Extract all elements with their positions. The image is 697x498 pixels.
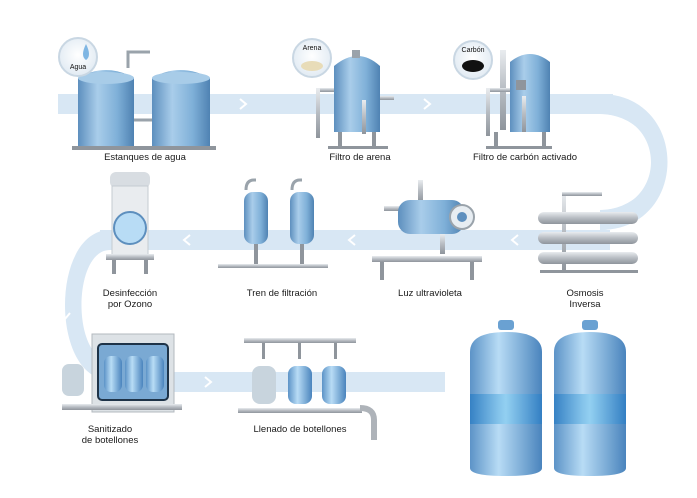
ozone-unit: [106, 172, 154, 274]
flow-arrows: [59, 98, 651, 388]
label-sanitizing-1: Sanitizado: [87, 424, 133, 435]
filling-unit: [238, 338, 377, 440]
label-sand-filter: Filtro de arena: [329, 152, 391, 163]
carbon-bubble-label: Carbón: [461, 47, 485, 54]
label-osmosis-2: Inversa: [569, 299, 601, 310]
sand-filter: [316, 50, 394, 149]
sand-bubble-label: Arena: [302, 45, 322, 52]
label-storage-tanks: Estanques de agua: [104, 152, 186, 163]
storage-tanks: [72, 50, 216, 150]
label-ozone-2: por Ozono: [107, 299, 153, 310]
sand-bubble: [292, 38, 332, 78]
label-filling: Llenado de botellones: [253, 424, 347, 435]
carbon-bubble: [453, 40, 493, 80]
uv-unit: [372, 180, 482, 280]
label-carbon-filter: Filtro de carbón activado: [472, 152, 578, 163]
label-uv: Luz ultravioleta: [398, 288, 462, 299]
label-ozone-1: Desinfección: [102, 288, 158, 299]
sanitizing-unit: [62, 333, 182, 413]
label-filtration: Tren de filtración: [246, 288, 318, 299]
water-bubble: [58, 37, 98, 77]
carbon-filter: [486, 50, 552, 149]
water-bubble-label: Agua: [69, 64, 87, 71]
label-sanitizing-2: de botellones: [81, 435, 139, 446]
large-water-jugs: [470, 320, 626, 476]
reverse-osmosis: [538, 192, 638, 273]
label-osmosis-1: Osmosis: [566, 288, 604, 299]
filtration-train: [218, 178, 328, 268]
